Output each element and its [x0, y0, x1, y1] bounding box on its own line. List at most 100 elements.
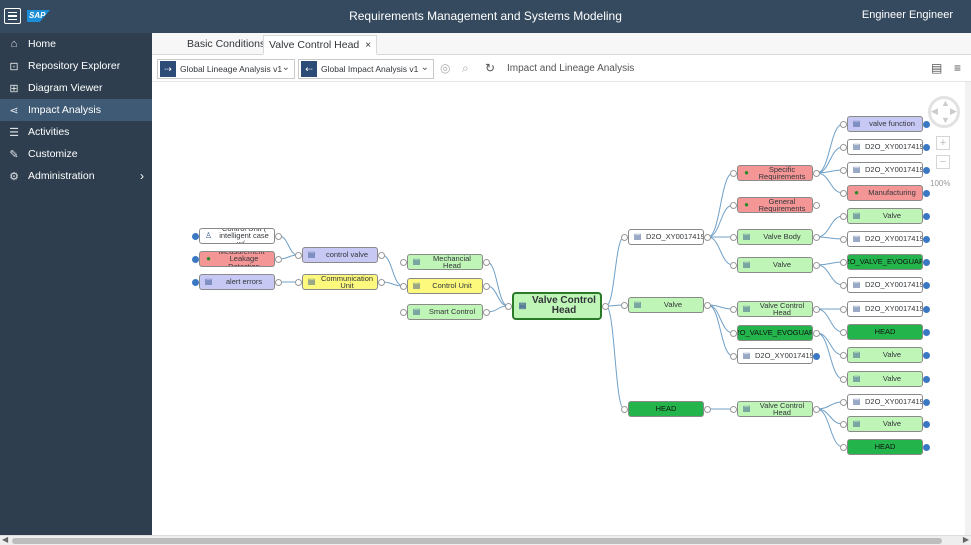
expand-node-icon[interactable]: [923, 258, 930, 266]
node-connector-icon[interactable]: [483, 282, 490, 290]
user-name[interactable]: Engineer Engineer: [861, 9, 953, 21]
impact-graph-canvas[interactable]: ♙Control Unit ( intelligent case w/...●M…: [152, 82, 965, 535]
node-connector-icon[interactable]: [813, 329, 820, 337]
node-connector-icon[interactable]: [295, 251, 302, 259]
target-icon[interactable]: ◎: [440, 61, 451, 75]
node-connector-icon[interactable]: [378, 251, 385, 259]
sidebar-item-impact-analysis[interactable]: ⋖Impact Analysis: [0, 99, 152, 121]
node-connector-icon[interactable]: [840, 281, 847, 289]
expand-node-icon[interactable]: [923, 375, 930, 383]
node-connector-icon[interactable]: [621, 405, 628, 413]
expand-node-icon[interactable]: [923, 235, 930, 243]
graph-node[interactable]: ●Specific Requirements: [737, 165, 813, 181]
graph-node[interactable]: ▤D2O_XY00174198: [737, 348, 813, 364]
node-connector-icon[interactable]: [275, 278, 282, 286]
graph-node[interactable]: HEAD: [847, 439, 923, 455]
node-connector-icon[interactable]: [730, 169, 737, 177]
zoom-out-button[interactable]: −: [936, 155, 950, 169]
node-connector-icon[interactable]: [275, 232, 282, 240]
expand-node-icon[interactable]: [923, 398, 930, 406]
node-connector-icon[interactable]: [813, 261, 820, 269]
node-connector-icon[interactable]: [483, 258, 490, 266]
hamburger-menu-icon[interactable]: [4, 8, 21, 24]
expand-node-icon[interactable]: [192, 278, 199, 286]
graph-node[interactable]: ▤Valve Control Head: [737, 401, 813, 417]
node-connector-icon[interactable]: [813, 405, 820, 413]
sidebar-item-activities[interactable]: ☰Activities: [0, 121, 152, 143]
node-connector-icon[interactable]: [730, 261, 737, 269]
node-connector-icon[interactable]: [840, 235, 847, 243]
graph-node[interactable]: D2O_VALVE_EVOGUARD: [737, 325, 813, 341]
node-connector-icon[interactable]: [730, 405, 737, 413]
node-connector-icon[interactable]: [840, 443, 847, 451]
node-connector-icon[interactable]: [840, 375, 847, 383]
zoom-in-button[interactable]: +: [936, 136, 950, 150]
graph-node[interactable]: ▤D2O_XY00174198: [847, 394, 923, 410]
vertical-scrollbar[interactable]: [965, 82, 971, 535]
graph-node[interactable]: ▤D2O_XY00174198: [847, 301, 923, 317]
graph-node[interactable]: ▤Smart Control: [407, 304, 483, 320]
tab-basic-conditions[interactable]: Basic Conditions: [187, 38, 266, 50]
graph-node[interactable]: ▤D2O_XY00174198: [628, 229, 704, 245]
lineage-analysis-select[interactable]: ⇢Global Lineage Analysis v1⌄: [157, 59, 295, 79]
graph-node[interactable]: ♙Control Unit ( intelligent case w/...: [199, 228, 275, 244]
graph-node[interactable]: HEAD: [628, 401, 704, 417]
graph-node[interactable]: ▤D2O_XY00174198: [847, 139, 923, 155]
expand-node-icon[interactable]: [923, 120, 930, 128]
expand-node-icon[interactable]: [923, 143, 930, 151]
node-connector-icon[interactable]: [621, 233, 628, 241]
node-connector-icon[interactable]: [840, 166, 847, 174]
graph-node[interactable]: ●General Requirements: [737, 197, 813, 213]
node-connector-icon[interactable]: [813, 201, 820, 209]
node-connector-icon[interactable]: [813, 233, 820, 241]
expand-node-icon[interactable]: [192, 255, 199, 263]
node-connector-icon[interactable]: [295, 278, 302, 286]
pan-control[interactable]: ▲▼◀▶: [928, 96, 960, 128]
graph-node[interactable]: ▤D2O_XY00174198: [847, 277, 923, 293]
horizontal-scrollbar[interactable]: ◀▶: [0, 535, 971, 545]
node-connector-icon[interactable]: [400, 308, 407, 316]
expand-node-icon[interactable]: [923, 212, 930, 220]
sidebar-item-home[interactable]: ⌂Home: [0, 33, 152, 55]
refresh-icon[interactable]: ↻: [485, 61, 496, 75]
node-connector-icon[interactable]: [730, 201, 737, 209]
node-connector-icon[interactable]: [730, 329, 737, 337]
sidebar-item-diagram-viewer[interactable]: ⊞Diagram Viewer: [0, 77, 152, 99]
node-connector-icon[interactable]: [400, 282, 407, 290]
node-connector-icon[interactable]: [840, 212, 847, 220]
node-connector-icon[interactable]: [621, 301, 628, 309]
node-connector-icon[interactable]: [505, 302, 512, 310]
tab-valve-control-head[interactable]: Valve Control Head×: [263, 35, 378, 55]
expand-node-icon[interactable]: [923, 443, 930, 451]
expand-node-icon[interactable]: [923, 420, 930, 428]
graph-node[interactable]: ▤D2O_XY00174198: [847, 231, 923, 247]
graph-node[interactable]: ▤Mechancial Head: [407, 254, 483, 270]
scrollbar-thumb[interactable]: [12, 538, 942, 544]
node-connector-icon[interactable]: [730, 352, 737, 360]
sidebar-item-repository-explorer[interactable]: ⊡Repository Explorer: [0, 55, 152, 77]
impact-analysis-select[interactable]: ⇠Global Impact Analysis v1⌄: [298, 59, 434, 79]
sidebar-item-administration[interactable]: ⚙Administration›: [0, 165, 152, 187]
close-tab-icon[interactable]: ×: [365, 40, 372, 51]
node-connector-icon[interactable]: [704, 405, 711, 413]
node-connector-icon[interactable]: [840, 420, 847, 428]
node-connector-icon[interactable]: [378, 278, 385, 286]
graph-node[interactable]: ▤valve function: [847, 116, 923, 132]
node-connector-icon[interactable]: [704, 301, 711, 309]
graph-node[interactable]: ▤Valve Control Head: [512, 292, 602, 320]
node-connector-icon[interactable]: [840, 305, 847, 313]
node-connector-icon[interactable]: [400, 258, 407, 266]
expand-node-icon[interactable]: [923, 328, 930, 336]
graph-node[interactable]: ▤Valve: [847, 208, 923, 224]
graph-node[interactable]: HEAD: [847, 324, 923, 340]
node-connector-icon[interactable]: [840, 143, 847, 151]
node-connector-icon[interactable]: [704, 233, 711, 241]
expand-node-icon[interactable]: [923, 166, 930, 174]
node-connector-icon[interactable]: [840, 189, 847, 197]
node-connector-icon[interactable]: [840, 398, 847, 406]
expand-node-icon[interactable]: [923, 305, 930, 313]
graph-node[interactable]: ▤alert errors: [199, 274, 275, 290]
expand-node-icon[interactable]: [923, 351, 930, 359]
graph-node[interactable]: ▤Valve: [847, 347, 923, 363]
graph-node[interactable]: ▤Valve Control Head: [737, 301, 813, 317]
